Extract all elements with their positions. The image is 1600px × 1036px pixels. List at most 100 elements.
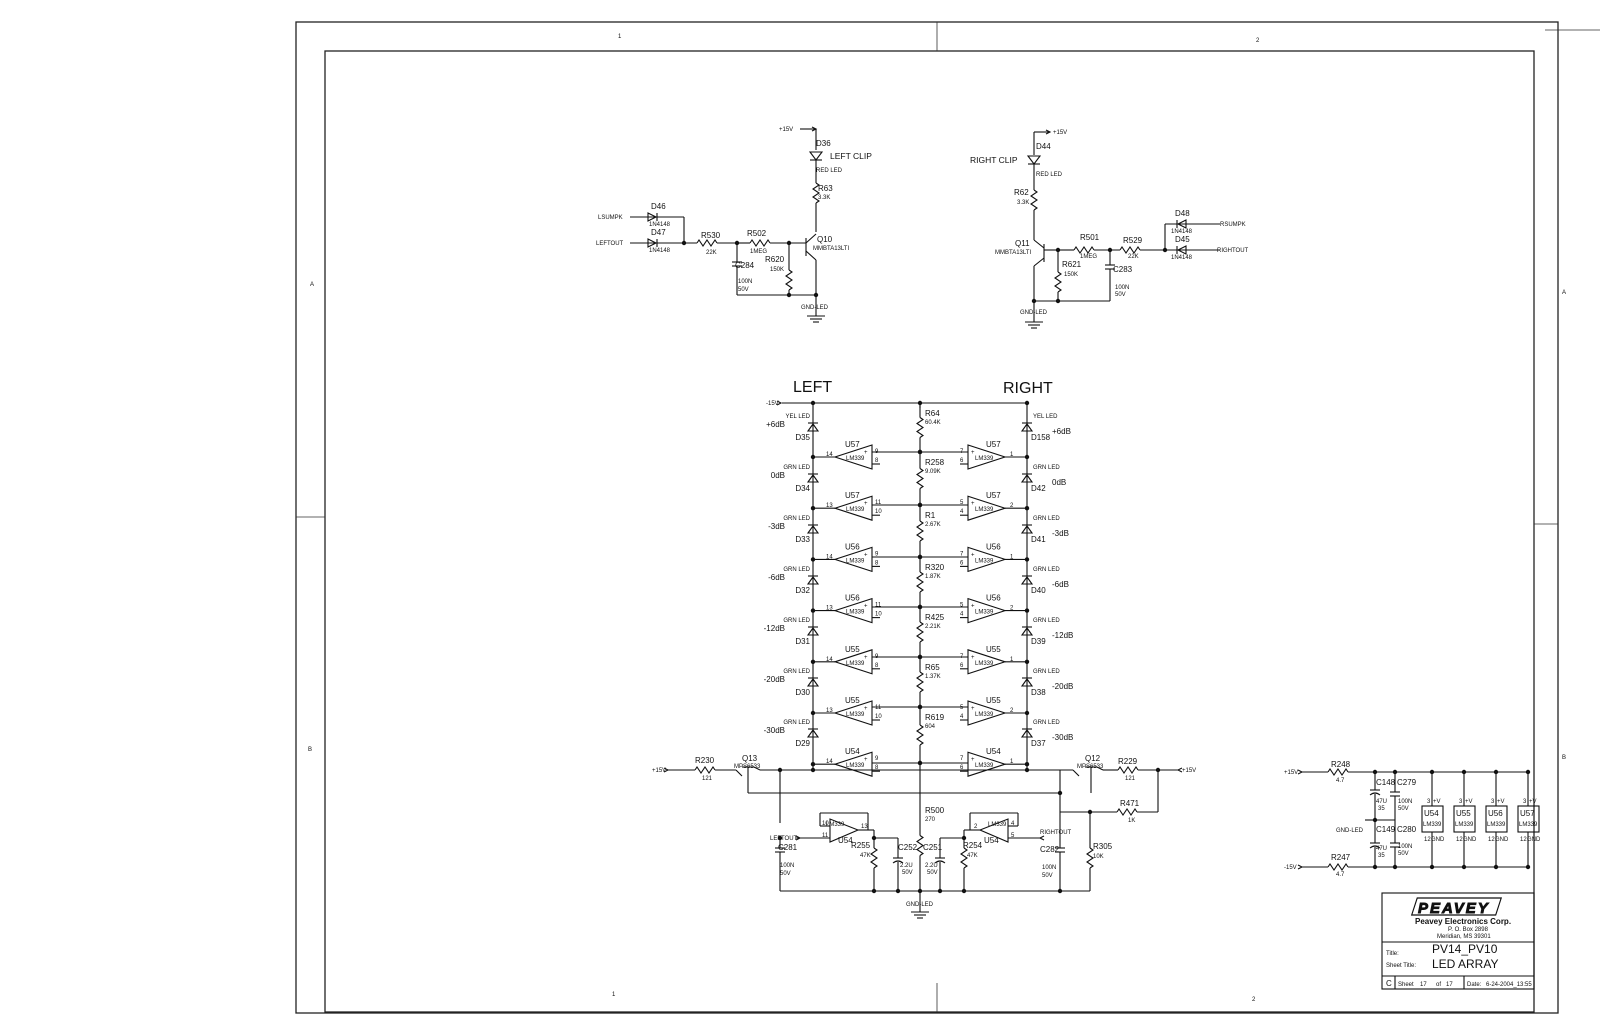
left-comp-plus-0: + [864,450,868,456]
right-diode-5: D38 [1031,688,1046,697]
tb-sheet-label: Sheet [1398,982,1414,988]
left-comp-pin3-4: 8 [875,663,879,669]
left-level-3: -6dB [768,573,785,582]
c280: C280 [1397,825,1417,834]
tb-address1: P. O. Box 2898 [1448,927,1489,933]
left-level-6: -30dB [764,726,785,735]
lclip-c: C284 [735,261,755,270]
lbuf-pa: 10 [822,821,829,827]
right-comp-pin2-4: 7 [960,654,964,660]
rq-supply: +15V [1182,768,1196,774]
left-level-0: +6dB [766,420,785,429]
left-comp-type-0: LM339 [846,456,865,462]
left-clip-circuit [630,126,825,323]
rclip-q: Q11 [1015,239,1030,248]
right-level-4: -12dB [1052,631,1073,640]
right-comp-pin1-2: 1 [1010,554,1014,560]
chip-gnd-pin-3: 12 [1520,837,1527,843]
lbuf-type: LM339 [826,822,845,828]
ladder-val-5: 1.37K [925,674,941,680]
right-level-2: -3dB [1052,529,1069,538]
right-level-6: -30dB [1052,733,1073,742]
ladder-val-6: 604 [925,724,936,730]
tb-of-label: of [1436,982,1441,988]
rclip-r-top-val: 3.3K [1017,200,1029,206]
right-level-0: +6dB [1052,427,1071,436]
c149-val: 47U [1376,846,1387,852]
right-comp-type-5: LM339 [975,712,994,718]
right-level-5: -20dB [1052,682,1073,691]
r247: R247 [1331,853,1351,862]
lbuf-c-val: 100N [780,863,794,869]
left-led-type-5: GRN LED [783,669,810,675]
right-comparator-2 [967,546,1007,573]
right-diode-1: D42 [1031,484,1046,493]
lclip-c-volt: 50V [738,287,749,293]
right-comp-plus-6: + [971,757,975,763]
lq-r: R230 [695,756,715,765]
chip-vplus-label-1: +V [1465,799,1473,805]
right-comparator-1 [967,495,1007,521]
left-comp-pin1-0: 14 [826,452,833,458]
rclip-led-type: RED LED [1036,172,1063,178]
array-right-title: RIGHT [1003,380,1053,397]
rbuf-in: RIGHTOUT [1040,830,1072,836]
left-comp-pin3-5: 10 [875,714,882,720]
lq-supply: +15V [652,768,666,774]
left-comparator-0 [833,444,873,470]
ladder-ref-6: R619 [925,713,945,722]
rclip-d2: D45 [1175,235,1190,244]
right-comparator-3 [967,597,1007,624]
chip-gnd-pin-2: 12 [1488,837,1495,843]
left-comp-3: U56 [845,594,860,603]
ladder-ref-5: R65 [925,663,940,672]
left-comparator-6 [833,751,873,777]
ladder-val-7: 270 [925,817,936,823]
right-comp-type-4: LM339 [975,661,994,667]
lclip-r2: R502 [747,229,767,238]
right-comparator-6 [967,751,1007,777]
right-comp-3: U56 [986,594,1001,603]
zone-left-a: A [310,282,314,288]
left-comparator-4 [833,649,873,675]
left-comp-pin3-2: 8 [875,560,879,566]
array-gnd: GND-LED [906,902,934,908]
lclip-d1: D46 [651,202,666,211]
lclip-d1-val: 1N4148 [649,222,671,228]
chip-gnd-label-0: GND [1431,837,1445,843]
left-comp-plus-2: + [864,552,868,558]
left-comp-1: U57 [845,491,860,500]
ladder-ref-0: R64 [925,409,940,418]
left-comparator-5 [833,700,873,726]
lclip-r3: R620 [765,255,785,264]
left-comp-pin2-4: 9 [875,654,879,660]
rclip-r1: R529 [1123,236,1143,245]
right-clip-circuit [1025,129,1220,329]
right-comp-pin2-2: 7 [960,551,964,557]
left-comp-plus-4: + [864,655,868,661]
rclip-d1: D48 [1175,209,1190,218]
rbuf-pc: 5 [1011,833,1015,839]
left-led-type-1: GRN LED [783,465,810,471]
left-comp-pin3-6: 8 [875,765,879,771]
zone-bottom-1: 1 [612,992,616,998]
c149: C149 [1376,825,1396,834]
rclip-r1-val: 22K [1128,254,1139,260]
left-led-type-6: GRN LED [783,720,810,726]
right-comp-pin3-5: 4 [960,714,964,720]
left-comp-pin2-1: 11 [875,500,882,506]
right-comp-pin1-1: 2 [1010,503,1014,509]
right-comp-pin3-6: 6 [960,765,964,771]
left-comp-pin3-3: 10 [875,612,882,618]
left-comp-pin1-3: 13 [826,606,833,612]
lclip-led-name: LEFT CLIP [830,151,872,161]
pwr-gnd: GND-LED [1336,828,1364,834]
lclip-r3-val: 150K [770,267,784,273]
lclip-d2-val: 1N4148 [649,248,671,254]
right-comp-pin3-1: 4 [960,509,964,515]
tb-size: C [1386,979,1392,988]
r305-val: 10K [1093,854,1104,860]
left-comparator-3 [833,597,873,624]
